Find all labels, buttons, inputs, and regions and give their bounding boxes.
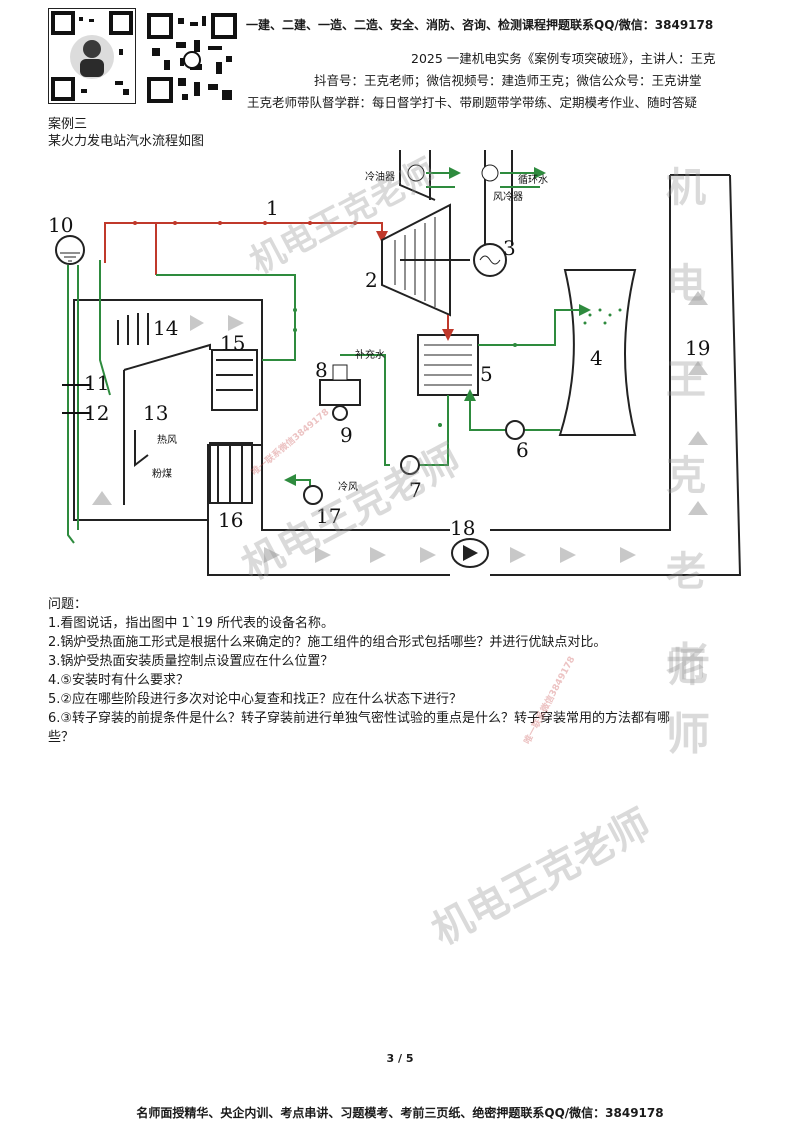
question-1: 1.看图说话，指出图中 1`19 所代表的设备名称。 [48,616,334,631]
num-18: 18 [450,516,475,540]
watermark-vertical-top: 机电王克老师 [666,165,706,691]
boiler [73,299,263,521]
watermark-diagonal-bottom: 机电王克老师 [424,801,659,955]
num-14: 14 [153,316,178,340]
num-4: 4 [590,346,603,370]
question-4: 4.⑤安装时有什么要求？ [48,673,190,688]
watermark-vertical-bottom: 老师 [666,639,710,760]
label-circulating-water: 循环水 [518,173,548,186]
question-5: 5.②应在哪些阶段进行多次对论中心复查和找正？应在什么状态下进行？ [48,692,463,707]
label-hot-air: 热风 [157,433,177,446]
num-10: 10 [48,213,73,237]
page-number: 3 / 5 [386,1052,414,1065]
num-9: 9 [340,423,353,447]
steam-water-flow-diagram: 冷油器 循环水 风冷器 补充水 热风 粉煤 冷风 1 2 3 4 5 6 7 8… [40,145,760,590]
num-1: 1 [266,196,279,220]
label-oil-cooler: 冷油器 [365,170,395,183]
num-13: 13 [143,401,168,425]
question-2: 2.锅炉受热面施工形式是根据什么来确定的？施工组件的组合形式包括哪些？并进行优缺… [48,635,607,650]
question-6-continued: 些？ [48,730,75,745]
pump-17 [303,485,323,505]
label-cold-air: 冷风 [338,480,358,493]
question-3: 3.锅炉受热面安装质量控制点设置应在什么位置？ [48,654,334,669]
pump-9 [332,405,348,421]
questions-heading: 问题： [48,597,88,612]
pump-7 [400,455,420,475]
study-group-info: 王克老师带队督学群：每日督学打卡、带刷题带学带练、定期模考作业、随时答疑 [247,95,698,110]
course-title: 2025 一建机电实务《案例专项突破班》，主讲人：王克 [411,51,716,66]
num-12: 12 [84,401,109,425]
num-11: 11 [84,371,109,395]
label-wind-cooler: 风冷器 [493,190,523,203]
question-6: 6.③转子穿装的前提条件是什么？转子穿装前进行单独气密性试验的重点是什么？转子穿… [48,711,671,726]
num-19: 19 [685,336,710,360]
main-steam-line [104,222,388,275]
cooling-tower [558,269,637,436]
qr-code-secondary [146,12,238,104]
footer-contact: 名师面授精华、央企内训、考点串讲、习题模考、考前三页纸、绝密押题联系QQ/微信：… [136,1106,664,1120]
label-makeup-water: 补充水 [355,348,385,361]
social-accounts: 抖音号：王克老师；微信视频号：建造师王克；微信公众号：王克讲堂 [314,73,702,88]
num-15: 15 [220,331,245,355]
num-16: 16 [218,508,243,532]
num-8: 8 [315,358,328,382]
pump-6 [505,420,525,440]
label-coal-powder: 粉煤 [152,467,172,480]
watermark-small-2: 唯一联系微信3849178 [522,655,578,747]
qr-code [48,8,136,104]
num-3: 3 [503,236,516,260]
case-title: 案例三 [48,117,88,132]
num-2: 2 [365,268,378,292]
deaerator [319,379,361,406]
num-17: 17 [316,504,341,528]
num-7: 7 [409,478,422,502]
num-6: 6 [516,438,529,462]
flue-arrows [92,291,708,563]
num-5: 5 [480,362,493,386]
case-subtitle: 某火力发电站汽水流程如图 [48,134,205,149]
header-contact-line: 一建、二建、一造、二造、安全、消防、咨询、检测课程押题联系QQ/微信：38491… [246,18,714,32]
